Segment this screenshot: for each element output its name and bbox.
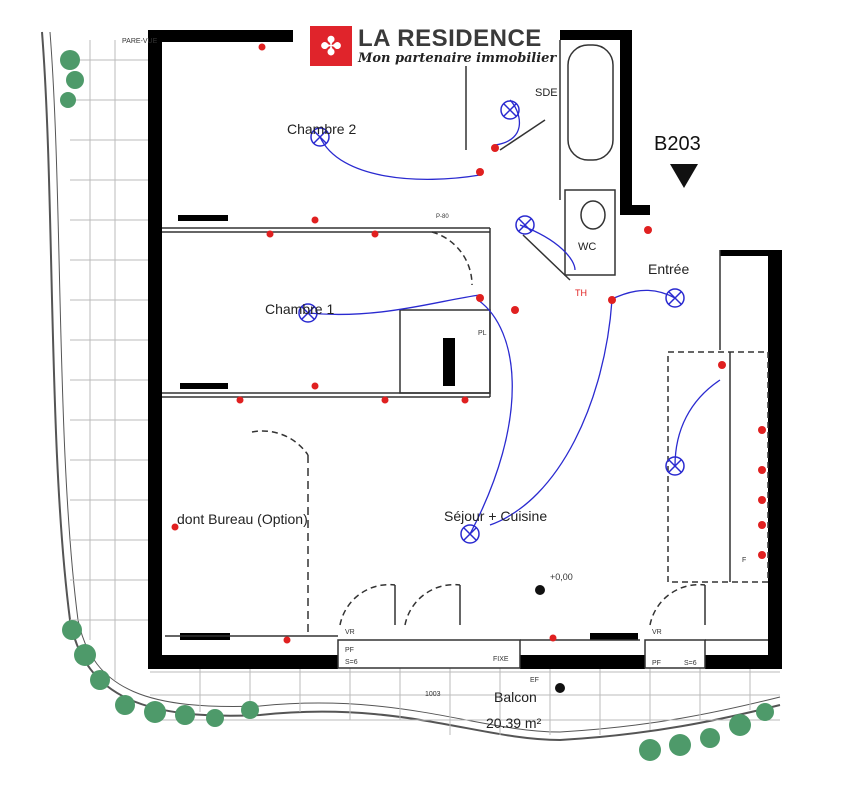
level-label: +0,00 [550, 572, 573, 582]
room-label-chambre1: Chambre 1 [265, 301, 334, 317]
room-label-chambre2: Chambre 2 [287, 121, 356, 137]
logo: ✤ LA RESIDENCE Mon partenaire immobilier [310, 24, 557, 66]
outlets [171, 43, 766, 644]
plants [60, 50, 774, 761]
level-marker-icon [535, 585, 565, 693]
walls [148, 30, 782, 669]
room-label-sejour: Séjour + Cuisine [444, 508, 547, 524]
room-label-entree: Entrée [648, 261, 689, 277]
ceiling-lights [298, 100, 685, 544]
lot-number: B203 [654, 133, 701, 155]
room-label-wc: WC [578, 241, 596, 253]
fixe-label: FIXE [493, 656, 509, 663]
p80-label: P-80 [436, 214, 449, 220]
vr-label-1: VR [345, 629, 355, 636]
f-label: F [742, 557, 746, 564]
s6-label-1: S=6 [345, 659, 358, 666]
pf-label-1: PF [345, 647, 354, 654]
ef-label: EF [530, 677, 539, 684]
pf-label-2: PF [652, 660, 661, 667]
logo-mark-icon: ✤ [310, 26, 352, 66]
balcony [41, 31, 781, 742]
th-label: TH [575, 288, 587, 298]
room-label-sde: SDE [535, 87, 558, 99]
pare-vue-label: PARE-VUE [122, 38, 158, 45]
entrance-arrow-icon [670, 164, 698, 188]
interior-walls [162, 40, 769, 669]
vr-label-2: VR [652, 629, 662, 636]
logo-subtitle: Mon partenaire immobilier [358, 50, 557, 66]
room-label-bureau: dont Bureau (Option) [177, 511, 308, 527]
dimension-label: 1003 [425, 691, 441, 698]
s6-label-2: S=6 [684, 660, 697, 667]
electrical-circuits [307, 99, 721, 535]
pl-label: PL [478, 330, 487, 337]
room-label-balcon: Balcon [494, 689, 537, 705]
logo-title: LA RESIDENCE [358, 24, 542, 52]
balcon-area: 20.39 m² [486, 715, 542, 731]
